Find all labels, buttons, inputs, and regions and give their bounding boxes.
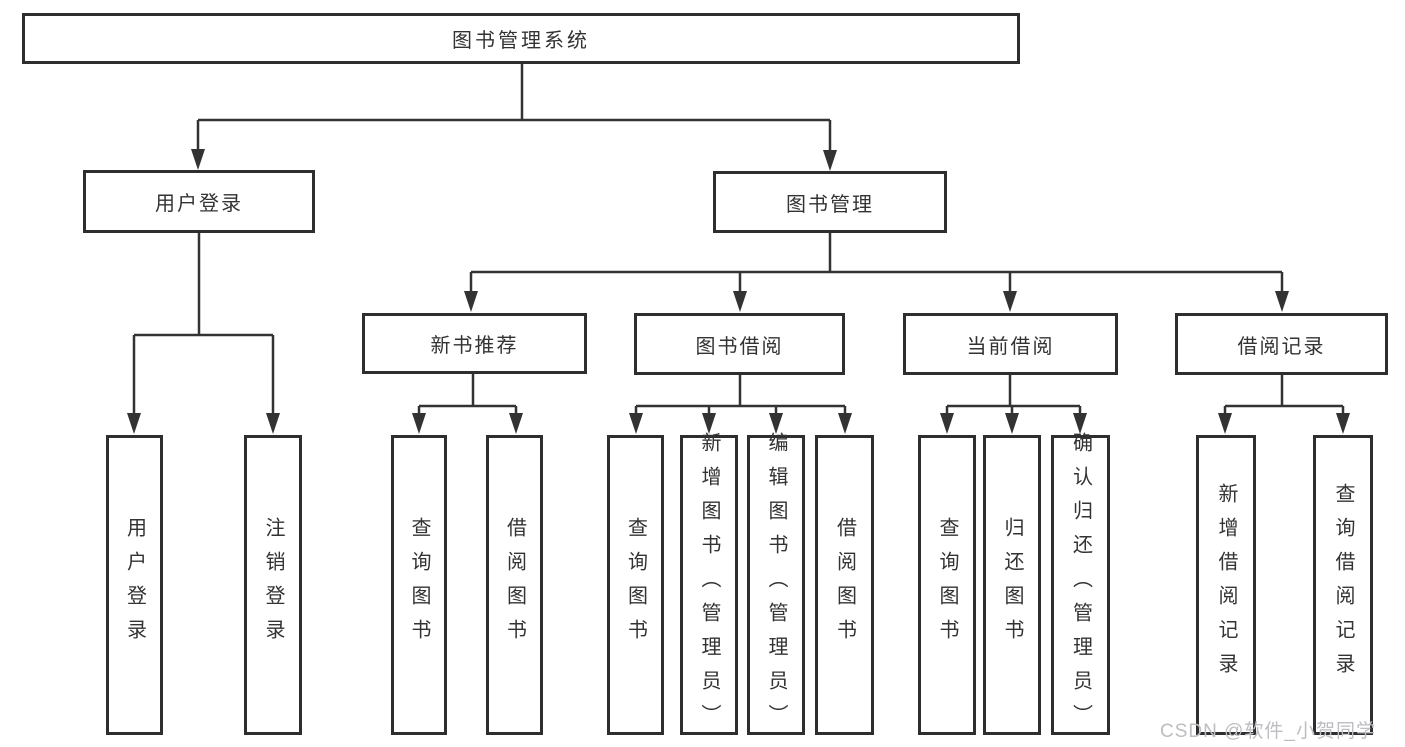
leaf-label: 查询图书: [408, 517, 430, 653]
leaf-logout: 注销登录: [244, 435, 302, 735]
leaf-label: 归还图书: [1001, 517, 1023, 653]
node-label: 图书管理系统: [452, 30, 590, 52]
leaf-query-books-current: 查询图书: [918, 435, 976, 735]
leaf-add-books-admin: 新增图书（管理员）: [680, 432, 738, 738]
leaf-label: 编辑图书（管理员）: [765, 432, 787, 738]
node-user-login: 用户登录: [83, 170, 315, 233]
leaf-label: 用户登录: [123, 517, 146, 653]
connector-path: [132, 64, 1345, 416]
leaf-label: 确认归还（管理员）: [1069, 432, 1092, 738]
leaf-label: 借阅图书: [503, 517, 526, 653]
node-current-borrow: 当前借阅: [903, 313, 1118, 375]
leaf-confirm-return-admin: 确认归还（管理员）: [1051, 432, 1110, 738]
node-label: 借阅记录: [1237, 335, 1326, 358]
leaf-label: 注销登录: [262, 517, 284, 653]
node-label: 图书借阅: [695, 335, 784, 358]
node-label: 当前借阅: [966, 335, 1055, 358]
leaf-edit-books-admin: 编辑图书（管理员）: [747, 432, 805, 738]
node-label: 图书管理: [786, 193, 874, 216]
node-book-management: 图书管理: [713, 171, 947, 233]
node-label: 新书推荐: [430, 335, 519, 357]
leaf-borrow-books-newbook: 借阅图书: [486, 435, 543, 735]
node-library-management-system: 图书管理系统: [22, 13, 1020, 64]
arrowhead-icons: [127, 149, 1350, 434]
node-label: 用户登录: [155, 193, 243, 215]
leaf-label: 借阅图书: [833, 517, 856, 653]
leaf-query-borrow-record: 查询借阅记录: [1313, 435, 1373, 735]
csdn-watermark: CSDN @软件_小贺同学: [1160, 721, 1376, 742]
leaf-user-login: 用户登录: [106, 435, 163, 735]
leaf-query-books-borrow: 查询图书: [607, 435, 664, 735]
leaf-query-books-newbook: 查询图书: [391, 435, 447, 735]
node-borrow-records: 借阅记录: [1175, 313, 1388, 375]
node-book-borrow: 图书借阅: [634, 313, 845, 375]
leaf-label: 新增借阅记录: [1215, 483, 1237, 687]
leaf-borrow-books: 借阅图书: [815, 435, 874, 735]
leaf-add-borrow-record: 新增借阅记录: [1196, 435, 1256, 735]
leaf-label: 查询图书: [936, 517, 958, 653]
leaf-label: 查询借阅记录: [1332, 483, 1354, 687]
node-new-book-recommend: 新书推荐: [362, 313, 587, 374]
leaf-label: 新增图书（管理员）: [698, 432, 720, 738]
leaf-label: 查询图书: [624, 517, 647, 653]
leaf-return-books: 归还图书: [983, 435, 1041, 735]
